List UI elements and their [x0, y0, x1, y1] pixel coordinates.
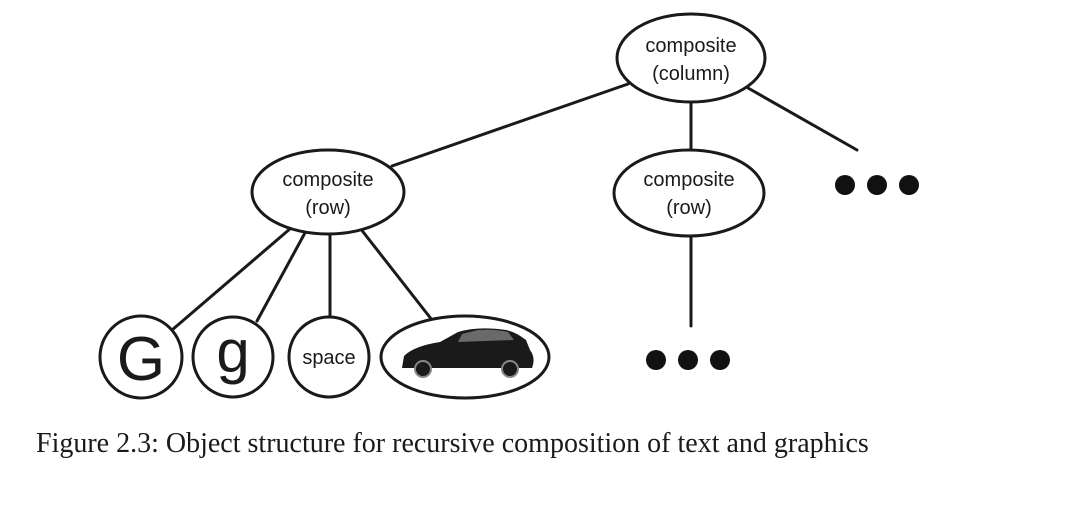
ellipsis-dots-bottom	[646, 350, 730, 370]
edge-row-left-to-g	[255, 229, 308, 323]
leaf-space: space	[287, 315, 371, 399]
node-composite-column-line2: (column)	[652, 63, 730, 85]
edge-row-left-to-G	[170, 226, 293, 332]
figure-caption: Figure 2.3: Object structure for recursi…	[36, 428, 869, 459]
node-composite-row-right: composite (row)	[612, 148, 766, 238]
edges	[170, 82, 859, 332]
leaf-space-text: space	[302, 347, 355, 369]
ellipsis-dots-top	[835, 175, 919, 195]
leaf-glyph-G-text: G	[117, 325, 165, 394]
leaf-car	[379, 314, 551, 400]
composition-diagram: composite (column) composite (row) compo…	[98, 12, 919, 400]
leaf-glyph-G: G	[98, 314, 184, 400]
car-icon	[402, 328, 534, 378]
edge-root-to-row-left	[390, 82, 630, 168]
node-composite-column-line1: composite	[645, 35, 736, 57]
edge-root-to-more	[746, 86, 859, 152]
edge-row-left-to-car	[358, 226, 434, 322]
node-composite-row-left-line2: (row)	[305, 197, 351, 219]
node-composite-row-right-line1: composite	[643, 169, 734, 191]
node-composite-row-left: composite (row)	[250, 148, 406, 236]
node-composite-row-left-line1: composite	[282, 169, 373, 191]
leaf-glyph-g-text: g	[216, 318, 249, 385]
leaf-glyph-g: g	[191, 315, 275, 399]
node-composite-column: composite (column)	[615, 12, 767, 104]
node-composite-row-right-line2: (row)	[666, 197, 712, 219]
